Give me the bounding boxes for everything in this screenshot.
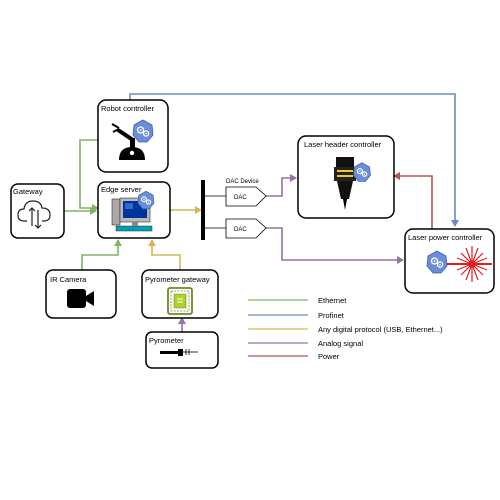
digital-pyrometer-gateway-edge-link (148, 239, 181, 270)
pyrometer-probe-icon (160, 349, 198, 356)
ir-camera-label: IR Camera (50, 275, 87, 284)
pyrometer-gateway-icon (167, 287, 193, 315)
robot-controller-node[interactable]: Robot controller (97, 99, 169, 173)
legend-label: Any digital protocol (USB, Ethernet...) (318, 325, 443, 334)
pyrometer-label: Pyrometer (149, 336, 184, 345)
legend: Ethernet Profinet Any digital protocol (… (248, 296, 443, 361)
laser-header-controller-label: Laser header controller (304, 140, 382, 149)
legend-item-power: Power (248, 352, 340, 361)
laser-head-icon (334, 157, 356, 210)
legend-item-digital-protocol: Any digital protocol (USB, Ethernet...) (248, 325, 443, 334)
profinet-robot-laser-power-link (129, 93, 459, 227)
legend-label: Power (318, 352, 340, 361)
legend-label: Ethernet (318, 296, 347, 305)
gateway-label: Gateway (13, 187, 43, 196)
pyrometer-gateway-label: Pyrometer gateway (145, 275, 210, 284)
analog-dac1-laser-header-link (266, 174, 297, 197)
ethernet-camera-edge-link (81, 239, 122, 270)
ethernet-robot-edge-link (79, 136, 104, 212)
pyrometer-node[interactable]: Pyrometer (145, 331, 219, 369)
power-laser-link (393, 172, 433, 230)
laser-power-controller-node[interactable]: Laser power controller (404, 228, 495, 294)
legend-item-analog-signal: Analog signal (248, 339, 363, 348)
laser-power-controller-label: Laser power controller (408, 233, 483, 242)
laser-header-controller-node[interactable]: Laser header controller (297, 135, 395, 219)
cloud-upload-download-icon (17, 200, 51, 229)
dac-device-label: DAC Device (226, 179, 259, 185)
robot-controller-label: Robot controller (101, 104, 154, 113)
legend-label: Analog signal (318, 339, 363, 348)
dac-2[interactable]: DAC (205, 218, 267, 239)
dac-1-label: DAC (234, 195, 247, 201)
legend-item-ethernet: Ethernet (248, 296, 347, 305)
robot-arm-icon (111, 123, 145, 160)
analog-dac2-laser-power-link (266, 227, 404, 264)
ir-camera-node[interactable]: IR Camera (45, 269, 117, 319)
video-camera-icon (67, 289, 94, 308)
dac-bus-bar (201, 180, 205, 240)
dac-2-label: DAC (234, 227, 247, 233)
legend-label: Profinet (318, 311, 345, 320)
gateway-node[interactable]: Gateway (10, 183, 65, 239)
dac-1[interactable]: DAC (205, 186, 267, 207)
edge-server-node[interactable]: Edge server (97, 181, 171, 239)
pyrometer-gateway-node[interactable]: Pyrometer gateway (141, 269, 219, 319)
edge-server-label: Edge server (101, 185, 142, 194)
legend-item-profinet: Profinet (248, 311, 345, 320)
